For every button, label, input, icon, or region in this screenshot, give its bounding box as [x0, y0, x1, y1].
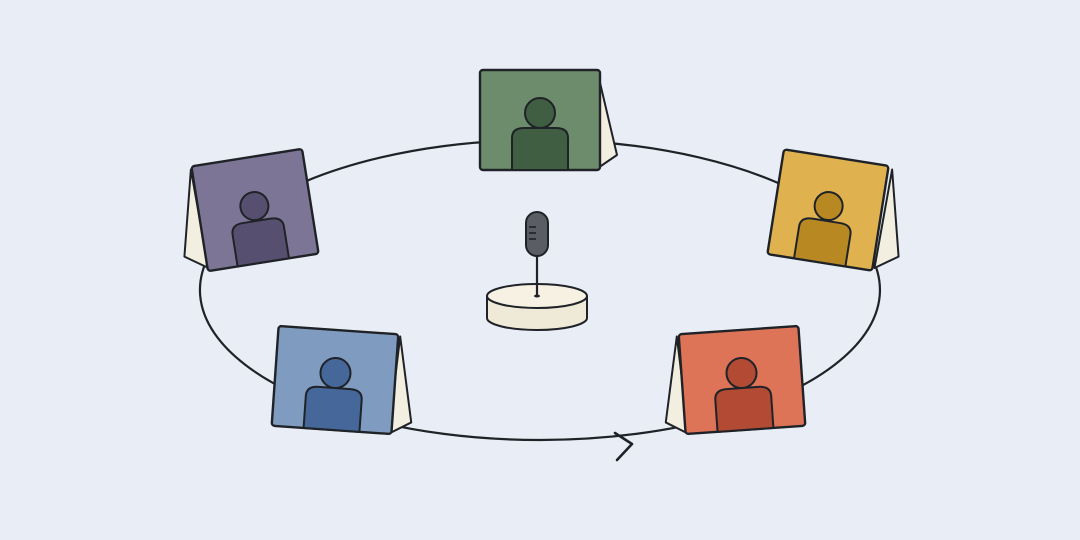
participant-card-upper-right [766, 148, 900, 272]
participant-card-upper-left [183, 148, 320, 272]
card-side [873, 168, 900, 269]
participant-card-lower-right [664, 324, 807, 436]
microphone-base [486, 283, 588, 331]
person-icon [792, 191, 852, 268]
person-icon [302, 357, 363, 433]
arrow-right-icon [613, 431, 634, 462]
person-icon [231, 191, 291, 268]
microphone-head [525, 211, 549, 257]
participant-card-lower-left [270, 324, 413, 436]
microphone-icon [486, 211, 588, 331]
participant-card-top [478, 68, 618, 172]
person-icon [714, 357, 775, 433]
person-icon [511, 97, 569, 171]
